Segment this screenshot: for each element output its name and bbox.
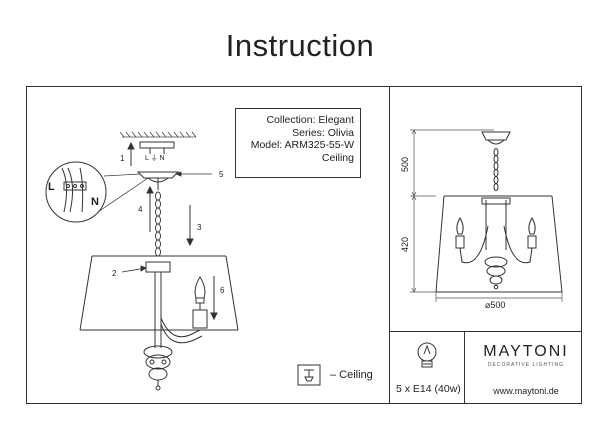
series-text: Series: Olivia: [292, 126, 354, 139]
panel-divider: [464, 331, 465, 404]
wiring-detail: [45, 161, 149, 223]
ceiling-surface: [119, 131, 197, 138]
step-6-label: 6: [220, 286, 225, 295]
lamp-shade: [79, 255, 239, 331]
pointer-line: [174, 171, 212, 177]
panel-divider: [389, 86, 390, 404]
model-text: Model: ARM325-55-W: [250, 139, 354, 151]
lower-height-label: 420: [400, 237, 410, 252]
step-5-label: 5: [219, 170, 224, 179]
step-1-label: 1: [120, 154, 125, 163]
panel-divider: [389, 331, 582, 332]
lamp-front-view: [435, 131, 563, 293]
central-stem: [145, 261, 203, 348]
step-4-label: 4: [138, 205, 143, 214]
live-wire-label: L: [48, 181, 55, 193]
arrow-down-icon: [210, 276, 218, 321]
page-title: Instruction: [225, 28, 375, 63]
step-2-label: 2: [112, 269, 117, 278]
brand-logo: MAYTONI: [483, 343, 569, 360]
mount-type-text: Ceiling: [321, 151, 354, 164]
ceiling-mount-icon: [297, 364, 321, 386]
chain: [155, 191, 161, 257]
product-info-box: Collection: Elegant Series: Olivia Model…: [235, 108, 361, 178]
pointer-line: [121, 265, 147, 273]
lightbulb-icon: [417, 342, 437, 368]
dimension-lines: [410, 129, 563, 302]
top-height-label: 500: [400, 157, 410, 172]
mount-type-label: – Ceiling: [330, 369, 373, 381]
step-3-label: 3: [197, 223, 202, 232]
terminal-labels: L ⏚ N: [145, 154, 165, 162]
bulb-spec-label: 5 x E14 (40w): [396, 383, 461, 395]
arrow-up-icon: [127, 141, 135, 166]
finial: [143, 345, 173, 391]
arrow-up-icon: [146, 185, 154, 232]
brand-tagline: DECORATIVE LIGHTING: [487, 362, 565, 368]
bulb-icon: [192, 276, 208, 329]
collection-text: Collection: Elegant: [266, 114, 354, 126]
mounting-bracket: [139, 141, 175, 154]
diameter-label: ⌀500: [485, 300, 505, 310]
website-link[interactable]: www.maytoni.de: [493, 386, 559, 396]
neutral-wire-label: N: [91, 196, 99, 208]
canopy: [136, 171, 180, 190]
arrow-down-icon: [186, 205, 194, 247]
diagram-frame: [26, 86, 582, 404]
